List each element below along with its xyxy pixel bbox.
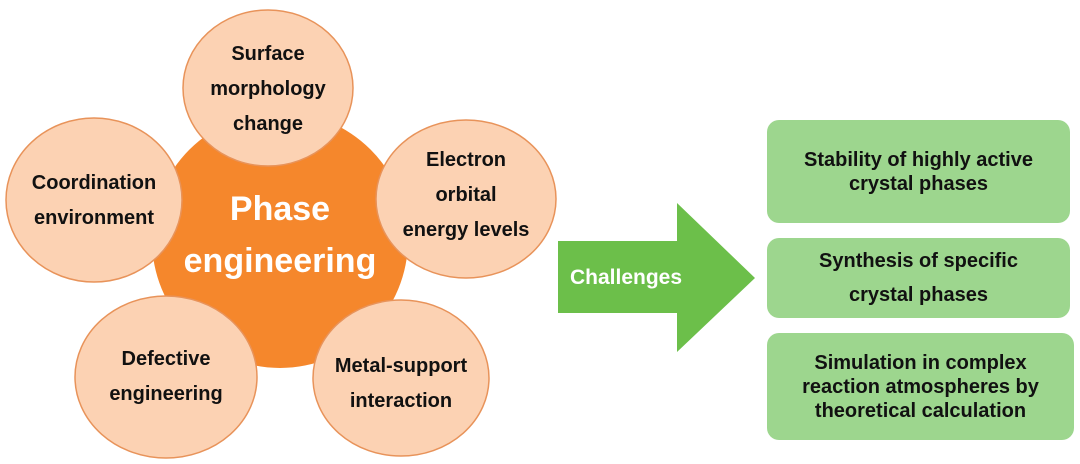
factor-label-line: Coordination <box>31 172 157 194</box>
challenge-box: Stability of highly active crystal phase… <box>767 120 1070 223</box>
challenge-box: Synthesis of specific crystal phases <box>767 238 1070 318</box>
challenge-box: Simulation in complex reaction atmospher… <box>767 333 1074 440</box>
center-circle <box>152 112 408 368</box>
challenges-arrow <box>558 203 755 352</box>
factor-label-electron-orbital: Electron orbital energy levels <box>376 142 556 248</box>
factor-label-line: morphology <box>210 77 326 100</box>
factor-label-line: engineering <box>109 383 223 405</box>
factor-label-line: energy levels <box>402 218 530 241</box>
challenge-line: crystal phases <box>849 284 988 306</box>
challenge-line: Synthesis of specific <box>819 250 1018 272</box>
factor-label-defective-engineering: Defective engineering <box>76 341 256 413</box>
factor-circle-electron-orbital <box>375 119 557 279</box>
factor-circle-coordination-environment <box>5 117 183 283</box>
factor-circle-defective-engineering <box>74 295 258 459</box>
factor-label-surface-morphology: Surface morphology change <box>183 36 353 142</box>
factor-label-line: change <box>232 112 304 135</box>
factor-circle-surface-morphology <box>182 9 354 167</box>
challenge-line: Stability of highly active <box>804 148 1033 171</box>
challenge-line: reaction atmospheres by <box>802 375 1039 398</box>
challenge-line: Simulation in complex <box>814 351 1027 374</box>
factor-label-line: Defective <box>121 348 211 370</box>
challenge-line: crystal phases <box>849 172 988 195</box>
factor-label-line: Surface <box>231 42 305 65</box>
factor-label-line: interaction <box>349 390 453 412</box>
factor-label-line: orbital <box>435 183 497 206</box>
challenge-line: theoretical calculation <box>814 399 1027 422</box>
factor-label-line: Electron <box>425 148 507 171</box>
arrow-label: Challenges <box>570 266 683 289</box>
center-label: Phase engineering <box>160 180 400 290</box>
center-label-line: engineering <box>183 242 377 280</box>
factor-label-metal-support: Metal-support interaction <box>313 348 489 420</box>
factor-label-line: environment <box>33 207 155 229</box>
factor-label-line: Metal-support <box>334 355 468 377</box>
center-label-line: Phase <box>229 190 331 228</box>
factor-label-coordination-environment: Coordination environment <box>6 165 182 237</box>
factor-circle-metal-support <box>312 299 490 457</box>
